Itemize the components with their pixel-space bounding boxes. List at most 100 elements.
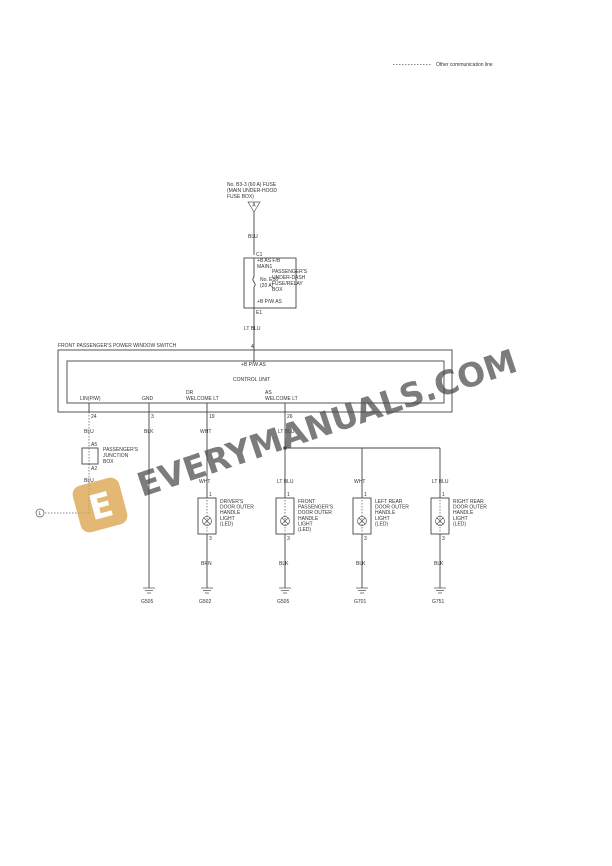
led-lamp-icon (435, 516, 445, 526)
wire-color: BRN (201, 561, 212, 567)
gnd-wire: BLK G505 (141, 412, 155, 605)
junction-box (81, 447, 99, 465)
wire-color: BLU (248, 234, 258, 240)
svg-text:A2: A2 (91, 466, 97, 472)
wire-color: LT BLU (278, 429, 295, 435)
ground-icon (434, 587, 446, 594)
svg-text:(MAIN UNDER-HOOD: (MAIN UNDER-HOOD (227, 188, 277, 194)
wire-color: BLK (434, 561, 444, 567)
svg-text:BOX: BOX (272, 287, 283, 293)
wire-color: BLK (144, 429, 154, 435)
watermark-logo-icon: E (72, 477, 128, 533)
svg-text:BOX: BOX (103, 459, 114, 465)
svg-text:GND: GND (142, 396, 154, 402)
svg-text:3: 3 (209, 536, 212, 542)
svg-text:UNDER-DASH: UNDER-DASH (272, 275, 306, 281)
ground-label: G751 (432, 599, 444, 605)
svg-text:MAIN1: MAIN1 (257, 264, 273, 270)
wire-color: LT BLU (277, 479, 294, 485)
svg-text:LIGHT: LIGHT (298, 521, 313, 527)
led-lamp-icon (202, 516, 212, 526)
ground-icon (201, 587, 213, 594)
wire-color: LT BLU (432, 479, 449, 485)
wire-color: LT BLU (244, 326, 261, 332)
svg-text:+B AS F/B: +B AS F/B (257, 258, 281, 264)
svg-text:LEFT REAR: LEFT REAR (375, 499, 403, 505)
svg-text:JUNCTION: JUNCTION (103, 453, 129, 459)
svg-text:FRONT: FRONT (298, 499, 315, 505)
ground-icon (356, 587, 368, 594)
svg-text:FUSE/RELAY: FUSE/RELAY (272, 281, 303, 287)
svg-text:No. E16: No. E16 (260, 277, 278, 283)
main-fuse: No. B3-3 (60 A) FUSE (MAIN UNDER-HOOD FU… (227, 182, 277, 255)
svg-text:WELCOME LT: WELCOME LT (265, 396, 298, 402)
svg-text:L: L (39, 511, 42, 517)
svg-text:(LED): (LED) (375, 521, 388, 527)
wire-color: WHT (354, 479, 365, 485)
svg-text:4: 4 (251, 344, 254, 350)
svg-text:E1: E1 (256, 310, 262, 316)
svg-text:PASSENGER'S: PASSENGER'S (103, 447, 139, 453)
svg-text:HANDLE: HANDLE (453, 510, 474, 516)
fuse-icon (252, 258, 256, 308)
svg-text:LIN(P/W): LIN(P/W) (80, 396, 101, 402)
ground-label: G502 (199, 599, 211, 605)
svg-text:A: A (252, 203, 256, 209)
underdash-fuse-relay-box: C1 +B AS F/B MAIN1 No. E16 (20 A) +B P/W… (243, 252, 308, 362)
svg-text:3: 3 (287, 536, 290, 542)
wire-color: BLU (84, 478, 94, 484)
wire-color: WHT (199, 479, 210, 485)
svg-text:1: 1 (364, 492, 367, 498)
svg-text:CONTROL UNIT: CONTROL UNIT (233, 377, 270, 383)
svg-text:AS: AS (265, 390, 272, 396)
svg-text:No. B3-3 (60 A) FUSE: No. B3-3 (60 A) FUSE (227, 182, 277, 188)
svg-text:DOOR OUTER: DOOR OUTER (298, 510, 332, 516)
svg-text:G505: G505 (141, 599, 153, 605)
svg-text:+B P/W AS: +B P/W AS (241, 362, 267, 368)
svg-text:(LED): (LED) (298, 527, 311, 533)
svg-text:WELCOME LT: WELCOME LT (186, 396, 219, 402)
svg-text:(LED): (LED) (220, 521, 233, 527)
svg-text:DR: DR (186, 390, 194, 396)
ground-label: G701 (354, 599, 366, 605)
wire-color: BLU (84, 429, 94, 435)
svg-text:HANDLE: HANDLE (298, 516, 319, 522)
svg-text:DOOR OUTER: DOOR OUTER (375, 505, 409, 511)
svg-text:1: 1 (442, 492, 445, 498)
ground-icon (279, 587, 291, 594)
legend-label: Other communication line (436, 62, 493, 68)
svg-text:A5: A5 (91, 442, 97, 448)
led-lamp-icon (357, 516, 367, 526)
wire-color: WHT (200, 429, 211, 435)
led-lamp-icon (280, 516, 290, 526)
svg-text:1: 1 (287, 492, 290, 498)
svg-text:(LED): (LED) (453, 521, 466, 527)
svg-text:3: 3 (151, 414, 154, 420)
svg-text:HANDLE: HANDLE (220, 510, 241, 516)
svg-text:DOOR OUTER: DOOR OUTER (220, 505, 254, 511)
connector-circle-icon (35, 508, 45, 518)
svg-text:24: 24 (91, 414, 97, 420)
ground-icon (143, 587, 155, 594)
svg-text:26: 26 (287, 414, 293, 420)
svg-text:DOOR OUTER: DOOR OUTER (453, 505, 487, 511)
watermark-text: EVERYMANUALS.COM (132, 341, 522, 504)
ground-label: G505 (277, 599, 289, 605)
svg-text:LIGHT: LIGHT (375, 516, 390, 522)
switch-title: FRONT PASSENGER'S POWER WINDOW SWITCH (58, 343, 177, 349)
svg-text:PASSENGER'S: PASSENGER'S (272, 269, 308, 275)
power-window-switch: FRONT PASSENGER'S POWER WINDOW SWITCH 4 … (57, 343, 453, 420)
svg-text:DRIVER'S: DRIVER'S (220, 499, 244, 505)
svg-text:1: 1 (209, 492, 212, 498)
svg-text:19: 19 (209, 414, 215, 420)
svg-text:LIGHT: LIGHT (220, 516, 235, 522)
svg-text:HANDLE: HANDLE (375, 510, 396, 516)
svg-text:FUSE BOX): FUSE BOX) (227, 194, 254, 200)
control-unit (66, 360, 445, 404)
connector-triangle-icon (247, 201, 261, 213)
